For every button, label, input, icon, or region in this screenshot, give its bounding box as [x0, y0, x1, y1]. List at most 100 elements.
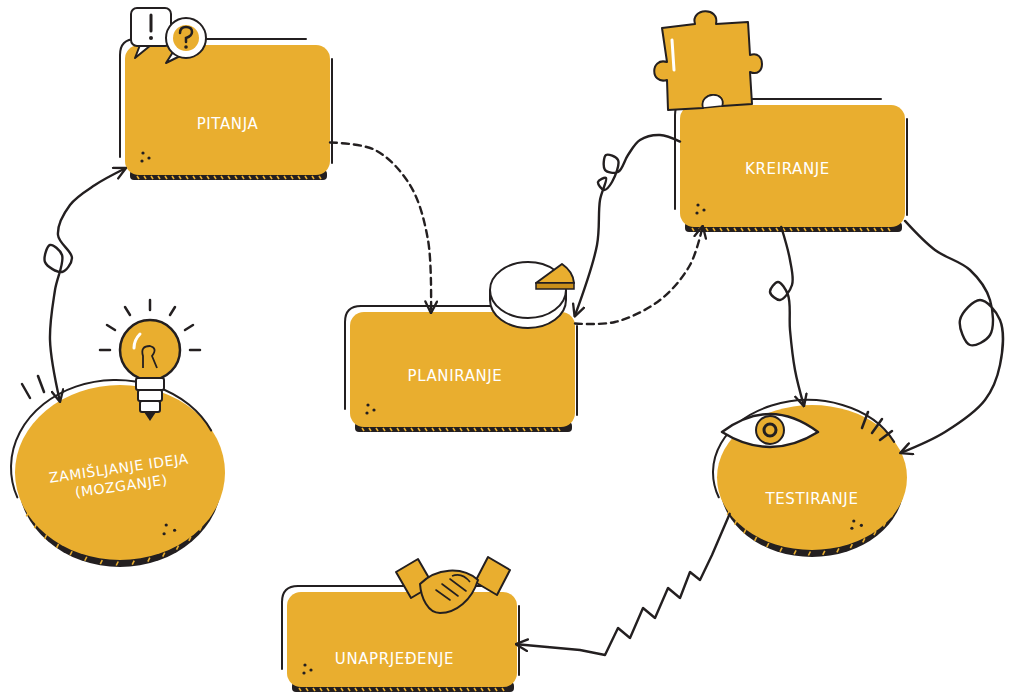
lightbulb-icon — [136, 378, 164, 390]
shadow-hatch — [376, 688, 378, 691]
shadow-hatch — [299, 688, 301, 691]
sketch-dot — [147, 156, 150, 159]
shadow-hatch — [741, 228, 743, 231]
shadow-hatch — [474, 428, 476, 431]
shadow-hatch — [158, 176, 160, 179]
shadow-hatch — [460, 688, 462, 691]
sketch-dot — [695, 211, 698, 214]
lightbulb-icon — [190, 349, 200, 352]
shape-outline — [120, 39, 306, 157]
shadow-hatch — [488, 428, 490, 431]
stage-label: PITANJA — [197, 115, 259, 135]
shadow-hatch — [825, 228, 827, 231]
flow-arrow — [575, 135, 680, 315]
shadow-hatch — [263, 176, 265, 179]
stage-shape — [287, 592, 517, 687]
eye-icon — [756, 416, 784, 444]
shadow-hatch — [100, 560, 102, 564]
shadow-hatch — [249, 176, 251, 179]
shadow-hatch — [348, 688, 350, 691]
shadow-hatch — [306, 688, 308, 691]
shadow-hatch — [270, 176, 272, 179]
flow-arrow — [330, 143, 431, 313]
shadow-hatch — [860, 228, 862, 231]
stage-label: TESTIRANJE — [766, 490, 859, 510]
connector-group — [45, 135, 1003, 655]
shadow-hatch — [193, 176, 195, 179]
shadow-hatch — [467, 688, 469, 691]
shadow-hatch — [453, 428, 455, 431]
shadow-hatch — [305, 176, 307, 179]
shadow-hatch — [755, 537, 757, 541]
shape-fill — [680, 105, 905, 227]
sketch-ticks — [22, 384, 30, 398]
shadow-hatch — [481, 688, 483, 691]
shadow-hatch — [706, 228, 708, 231]
sketch-ticks — [872, 419, 882, 433]
lightbulb-icon — [170, 307, 175, 315]
shadow-hatch — [355, 688, 357, 691]
lightbulb-icon — [100, 349, 110, 352]
shadow-hatch — [727, 228, 729, 231]
eye-icon — [722, 414, 818, 447]
shadow-hatch — [699, 228, 701, 231]
shadow-hatch — [460, 428, 462, 431]
shadow-hatch — [137, 176, 139, 179]
shadow-hatch — [277, 176, 279, 179]
shadow-hatch — [404, 688, 406, 691]
flow-arrow — [770, 227, 804, 405]
shadow-hatch — [888, 228, 890, 231]
shadow-hatch — [256, 176, 258, 179]
shadow-hatch — [214, 176, 216, 179]
shadow-hatch — [811, 228, 813, 231]
lightbulb-icon — [138, 390, 162, 401]
shadow-hatch — [411, 428, 413, 431]
shadow-hatch — [327, 688, 329, 691]
shadow-hatch — [818, 228, 820, 231]
shadow-hatch — [284, 176, 286, 179]
stage-box: UNAPRJEĐENJE — [287, 592, 517, 687]
shadow-hatch — [516, 428, 518, 431]
shadow-hatch — [853, 228, 855, 231]
shadow-hatch — [748, 228, 750, 231]
lightbulb-icon — [149, 300, 152, 310]
shadow-hatch — [369, 688, 371, 691]
lightbulb-icon — [134, 334, 140, 348]
shadow-hatch — [334, 688, 336, 691]
lightbulb-icon — [120, 320, 180, 380]
label-area: PITANJA — [125, 105, 330, 145]
stage-box: KREIRANJE — [680, 105, 905, 227]
shadow-hatch — [474, 688, 476, 691]
shadow-hatch — [509, 428, 511, 431]
shadow-hatch — [404, 428, 406, 431]
shape-outline — [518, 606, 520, 675]
shadow-hatch — [200, 176, 202, 179]
shadow-hatch — [797, 228, 799, 231]
speech-bubbles-icon — [131, 8, 206, 63]
shadow-hatch — [762, 228, 764, 231]
stage-label: PLANIRANJE — [408, 367, 503, 387]
shadow-hatch — [179, 176, 181, 179]
shadow-hatch — [186, 176, 188, 179]
shape-fill — [15, 385, 225, 560]
sketch-ticks — [862, 412, 868, 428]
shadow-hatch — [551, 428, 553, 431]
shape-outline — [282, 586, 493, 669]
shadow-hatch — [411, 688, 413, 691]
shadow-hatch — [692, 228, 694, 231]
shape-outline — [331, 59, 333, 163]
shadow-hatch — [228, 176, 230, 179]
speech-bubbles-icon — [135, 45, 151, 58]
shadow-hatch — [177, 546, 179, 550]
shadow-hatch — [537, 428, 539, 431]
shadow-hatch — [502, 688, 504, 691]
shadow-hatch — [446, 428, 448, 431]
sketch-dot — [696, 203, 699, 206]
pie-chart-icon — [489, 290, 491, 300]
shadow-hatch — [783, 228, 785, 231]
sketch-dot — [141, 151, 144, 154]
shadow-hatch — [116, 561, 118, 565]
pie-chart-icon — [536, 264, 574, 283]
shape-outline — [713, 400, 894, 497]
